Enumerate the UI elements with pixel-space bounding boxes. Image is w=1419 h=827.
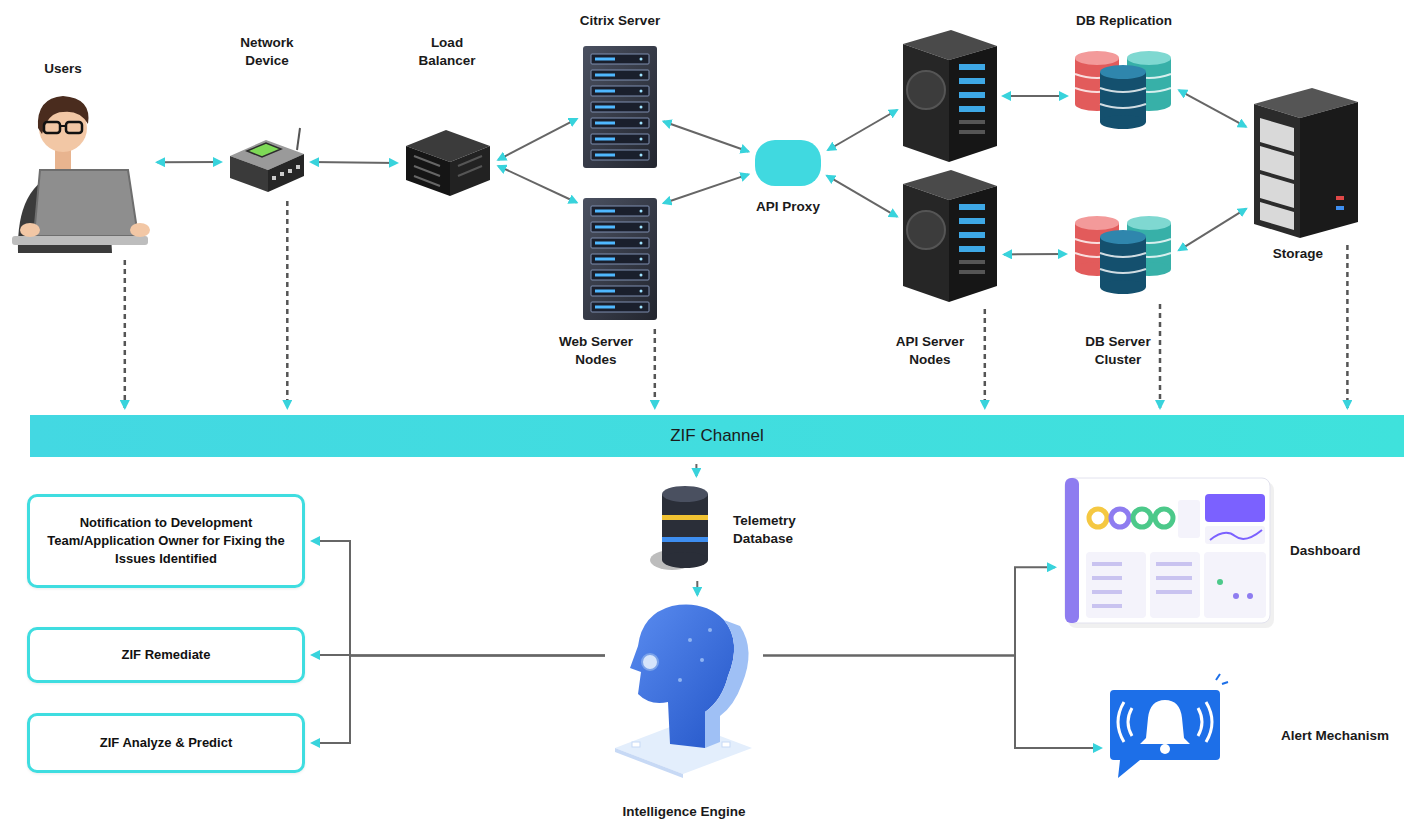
- connector: [1179, 209, 1246, 251]
- storage-icon: [1254, 88, 1358, 238]
- icon-label: DB Server Cluster: [1076, 333, 1160, 368]
- load-balancer-icon: [406, 130, 490, 196]
- box-text: Notification to Development Team/Applica…: [46, 514, 286, 569]
- dashed-connector: [286, 201, 289, 408]
- box-text: ZIF Remediate: [122, 646, 211, 664]
- connector: [498, 119, 577, 160]
- connector: [1179, 90, 1246, 126]
- engine-node: Intelligence Engine: [612, 602, 756, 780]
- connector: [157, 161, 221, 163]
- citrix-rack: [583, 46, 657, 168]
- icon-label: API Server Nodes: [882, 333, 978, 368]
- icon-label: Storage: [1258, 245, 1338, 263]
- telemetry-node: Telemetry Database: [652, 482, 714, 574]
- api-server-node: API Server Nodes: [903, 170, 997, 302]
- connector: [664, 174, 749, 203]
- icon-label: Telemetry Database: [733, 512, 823, 547]
- user-node: Users: [10, 88, 150, 253]
- connector: [763, 567, 1055, 655]
- api-proxy-node: API Proxy: [755, 140, 821, 186]
- notification-box: Notification to Development Team/Applica…: [27, 494, 305, 588]
- icon-label: Intelligence Engine: [599, 803, 769, 821]
- icon-label: Citrix Server: [560, 12, 680, 30]
- icon-label: Load Balancer: [407, 34, 487, 69]
- api-server-upper: [903, 30, 997, 162]
- connector: [498, 166, 576, 203]
- icon-label: Dashboard: [1290, 542, 1390, 560]
- connector: [695, 464, 697, 476]
- network-device-icon: [230, 128, 304, 192]
- dashed-connector: [1346, 245, 1349, 408]
- dashed-connector: [1159, 304, 1162, 408]
- icon-label: DB Replication: [1059, 12, 1189, 30]
- connector: [312, 541, 605, 655]
- api-server-lower: [903, 170, 997, 302]
- dashed-connector: [984, 309, 987, 408]
- analyze-box: ZIF Analyze & Predict: [27, 713, 305, 773]
- api-proxy-icon: [755, 140, 821, 186]
- alert-node: Alert Mechanism: [1108, 686, 1224, 780]
- dashed-connector: [124, 260, 127, 408]
- icon-label: Network Device: [227, 34, 307, 69]
- static-links: [828, 96, 1067, 150]
- connector: [827, 176, 897, 217]
- db-cluster-icon: [1075, 216, 1171, 294]
- connector: [311, 161, 397, 164]
- intelligence-engine-icon: [615, 605, 752, 778]
- remediate-box: ZIF Remediate: [27, 627, 305, 683]
- band-label: ZIF Channel: [670, 426, 764, 446]
- dashboard-node: Dashboard: [1062, 476, 1274, 628]
- channel-band: ZIF Channel: [30, 415, 1404, 457]
- citrix-node: Citrix Server: [583, 46, 657, 168]
- icon-label: Alert Mechanism: [1281, 727, 1415, 745]
- connector: [312, 655, 605, 743]
- dashboard-mockup: [1065, 478, 1274, 628]
- network-node: Network Device: [228, 130, 304, 194]
- box-text: ZIF Analyze & Predict: [100, 734, 232, 752]
- user-figure: [12, 96, 150, 253]
- db-replication-icon: [1075, 51, 1171, 129]
- connector: [696, 581, 698, 595]
- db-replication-node: DB Replication: [1073, 46, 1173, 128]
- dashed-connector: [654, 329, 657, 408]
- connector: [763, 655, 1101, 748]
- web-rack: [583, 198, 657, 320]
- db-cluster-node: DB Server Cluster: [1073, 211, 1173, 297]
- connector: [664, 122, 749, 152]
- icon-label: API Proxy: [743, 198, 833, 216]
- connector: [1004, 253, 1066, 255]
- storage-node: Storage: [1252, 88, 1358, 238]
- web-server-node: Web Server Nodes: [583, 198, 657, 322]
- alert-icon: [1110, 674, 1228, 778]
- icon-label: Users: [23, 60, 103, 78]
- icon-label: Web Server Nodes: [546, 333, 646, 368]
- telemetry-db-icon: [650, 486, 708, 570]
- load-balancer-node: Load Balancer: [404, 128, 492, 198]
